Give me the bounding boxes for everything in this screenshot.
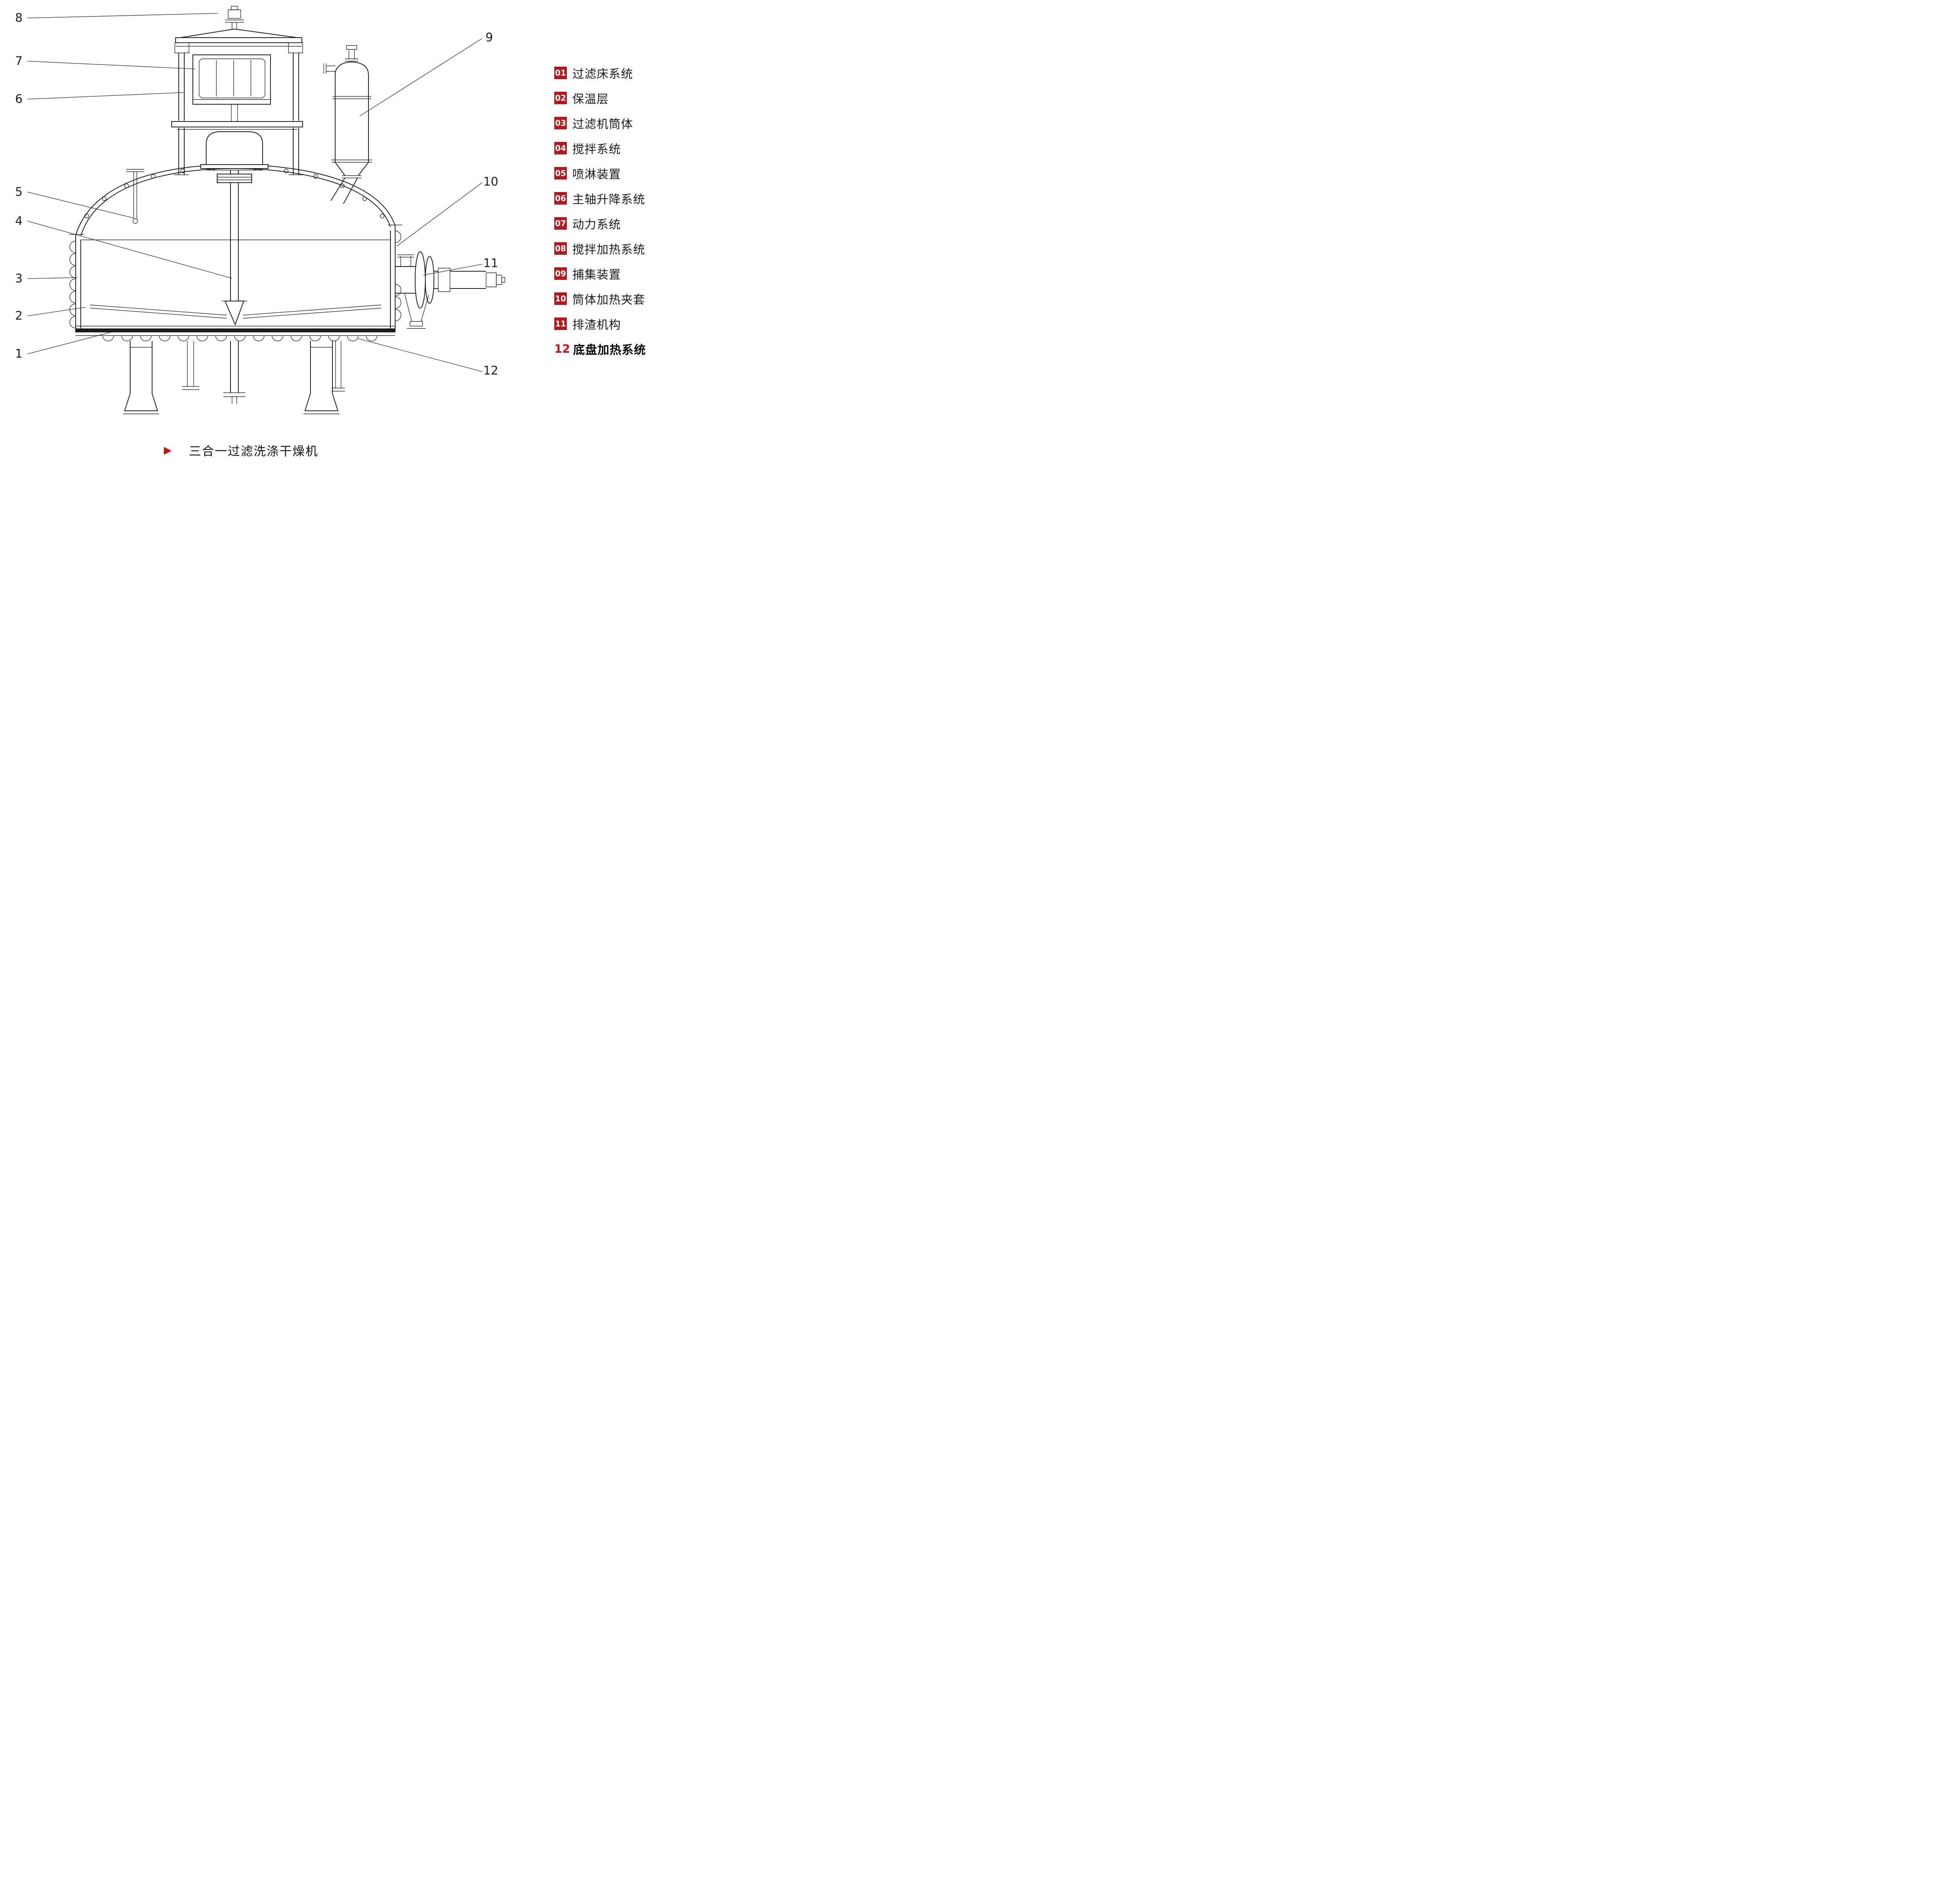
callout-11: 11 xyxy=(483,256,499,270)
legend-item-label: 捕集装置 xyxy=(572,268,621,282)
callout-5: 5 xyxy=(15,185,23,199)
legend-num-badge: 05 xyxy=(554,167,567,180)
legend-item-01: 01 过滤床系统 xyxy=(554,60,646,85)
legend-num-badge: 11 xyxy=(554,317,567,330)
bottom-heating-coils xyxy=(103,336,377,341)
legend-item-label: 底盘加热系统 xyxy=(573,343,646,357)
legend-item-05: 05 喷淋装置 xyxy=(554,161,646,186)
legend-item-label: 过滤机筒体 xyxy=(572,118,633,131)
callout-6: 6 xyxy=(15,92,23,106)
callout-9: 9 xyxy=(485,31,493,45)
spray-pipe xyxy=(126,169,144,223)
machine-diagram xyxy=(0,0,659,470)
legend-item-label: 保温层 xyxy=(572,93,609,106)
main-shaft xyxy=(217,170,252,325)
callout-2: 2 xyxy=(15,309,23,323)
platform xyxy=(172,122,303,129)
legend-item-label: 排渣机构 xyxy=(572,318,621,332)
condenser-unit xyxy=(324,45,372,204)
callout-8: 8 xyxy=(15,11,23,25)
legend-item-label: 筒体加热夹套 xyxy=(572,293,645,307)
legend-panel: 01 过滤床系统 02 保温层 03 过滤机筒体 04 搅拌系统 05 喷淋装置… xyxy=(554,60,646,361)
legend-item-label: 喷淋装置 xyxy=(572,168,621,181)
leader-lines xyxy=(27,13,482,372)
legend-num-badge: 01 xyxy=(554,67,567,79)
legend-num-badge: 03 xyxy=(554,117,567,129)
callout-12: 12 xyxy=(483,364,499,378)
legend-item-08: 08 搅拌加热系统 xyxy=(554,236,646,261)
legend-item-label: 过滤床系统 xyxy=(572,67,633,81)
legend-item-label: 动力系统 xyxy=(572,218,621,232)
top-valve xyxy=(225,6,244,29)
legend-num-badge: 10 xyxy=(554,292,567,305)
legend-num-badge: 08 xyxy=(554,242,567,255)
legend-num-badge: 04 xyxy=(554,142,567,154)
legend-num-badge: 02 xyxy=(554,92,567,104)
caption-text: 三合一过滤洗涤干燥机 xyxy=(189,444,318,459)
legend-item-02: 02 保温层 xyxy=(554,85,646,111)
legend-num-badge: 06 xyxy=(554,192,567,205)
legend-item-09: 09 捕集装置 xyxy=(554,261,646,286)
vessel-body xyxy=(76,226,395,332)
legend-item-07: 07 动力系统 xyxy=(554,211,646,236)
legend-item-04: 04 搅拌系统 xyxy=(554,136,646,161)
legend-item-10: 10 筒体加热夹套 xyxy=(554,286,646,311)
legend-num-badge: 07 xyxy=(554,217,567,230)
legend-item-06: 06 主轴升降系统 xyxy=(554,186,646,211)
legend-num-badge: 12 xyxy=(554,342,570,356)
legend-item-03: 03 过滤机筒体 xyxy=(554,111,646,136)
callout-7: 7 xyxy=(15,54,23,68)
caption: ▶ 三合一过滤洗涤干燥机 xyxy=(164,441,318,459)
callout-4: 4 xyxy=(15,214,23,228)
dome-rim-bolts xyxy=(85,166,384,218)
legend-item-11: 11 排渣机构 xyxy=(554,311,646,336)
play-triangle-icon: ▶ xyxy=(164,444,172,456)
legend-item-12: 12 底盘加热系统 xyxy=(554,336,646,361)
callout-1: 1 xyxy=(15,347,23,361)
legend-item-label: 搅拌加热系统 xyxy=(572,243,645,257)
lifting-frame xyxy=(174,29,303,175)
legend-num-badge: 09 xyxy=(554,267,567,280)
motor-unit xyxy=(193,55,270,122)
page: 1 2 3 4 5 6 7 8 9 10 11 12 01 过滤床系统 02 保… xyxy=(0,0,659,470)
gearbox-bell xyxy=(201,132,268,170)
support-legs xyxy=(123,341,339,414)
legend-item-label: 主轴升降系统 xyxy=(572,193,645,207)
side-heating-coils xyxy=(70,231,401,328)
discharge-unit xyxy=(395,252,505,328)
legend-item-label: 搅拌系统 xyxy=(572,143,621,156)
callout-3: 3 xyxy=(15,272,23,286)
callout-10: 10 xyxy=(483,175,499,189)
bottom-nozzles xyxy=(182,341,345,404)
filter-plate xyxy=(76,326,395,336)
